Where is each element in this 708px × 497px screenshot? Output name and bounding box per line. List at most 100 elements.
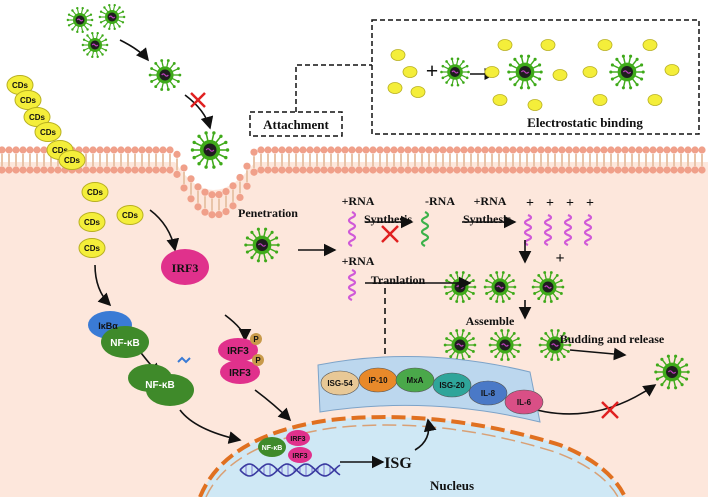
rna-strand: [523, 213, 533, 247]
svg-text:CDs: CDs: [40, 128, 57, 137]
svg-text:IRF3: IRF3: [292, 453, 307, 460]
coronavirus-particle-icon: [244, 227, 280, 263]
svg-text:CDs: CDs: [64, 156, 81, 165]
coronavirus-particle-icon: [483, 271, 517, 303]
carbon-dot-icon: [527, 99, 543, 111]
svg-text:NF-κB: NF-κB: [145, 380, 174, 391]
carbon-dot-icon: [552, 69, 568, 81]
svg-text:CDs: CDs: [20, 96, 37, 105]
isg-product-isg-54: ISG-54: [320, 370, 360, 396]
coronavirus-particle-icon: [66, 6, 94, 34]
red-x-icon: [190, 92, 206, 108]
ikba-nfkb-complex: IκBα NF-κB: [88, 311, 149, 358]
coronavirus-particle-icon: [538, 329, 572, 361]
isg-label: ISG: [384, 455, 412, 472]
svg-text:NF-κB: NF-κB: [110, 338, 139, 349]
carbon-dot-icon: [664, 64, 680, 76]
coronavirus-particle-icon: [98, 3, 126, 31]
svg-text:IRF3: IRF3: [290, 436, 305, 443]
svg-text:+: +: [586, 196, 594, 211]
carbon-dot-icon: [390, 49, 406, 61]
svg-text:IL-6: IL-6: [517, 398, 532, 407]
svg-text:IRF3: IRF3: [227, 346, 249, 357]
nucleus-label: Nucleus: [430, 478, 474, 493]
coronavirus-particle-icon: [488, 329, 522, 361]
isg-product-isg-20: ISG-20: [432, 372, 472, 398]
cell-membrane: [0, 146, 706, 219]
carbon-dot-icon: [597, 39, 613, 51]
synthesis-label-1: Synthesis: [364, 212, 412, 226]
coronavirus-particle-icon: [531, 271, 565, 303]
phosphate-icon: [250, 333, 262, 345]
rna-strand: [347, 211, 357, 247]
svg-text:P: P: [253, 335, 259, 344]
svg-text:IRF3: IRF3: [172, 261, 199, 275]
red-x-icon: [601, 401, 619, 419]
carbon-dot-icon: CDs: [58, 150, 86, 170]
plus-rna-label-2: +RNA: [474, 194, 507, 208]
isg-product-ip-10: IP-10: [358, 367, 398, 393]
svg-text:ISG-54: ISG-54: [327, 379, 353, 388]
coronavirus-particle-icon: [190, 131, 230, 169]
svg-text:CDs: CDs: [84, 244, 101, 253]
svg-text:CDs: CDs: [87, 188, 104, 197]
coronavirus-particle-icon: [81, 31, 109, 59]
carbon-dot-icon: CDs: [34, 122, 62, 142]
carbon-dot-icon: [592, 94, 608, 106]
svg-text:ISG-20: ISG-20: [439, 381, 465, 390]
coronavirus-particle-icon: [609, 54, 645, 90]
penetration-label: Penetration: [238, 206, 298, 220]
carbon-dot-icon: CDs: [78, 238, 106, 258]
svg-text:MxA: MxA: [407, 376, 424, 385]
irf3-monomer: IRF3: [161, 249, 209, 285]
attachment-label: Attachment: [263, 117, 329, 132]
carbon-dot-icon: [642, 39, 658, 51]
plus-rna-label-3: +RNA: [342, 254, 375, 268]
svg-text:IL-8: IL-8: [481, 389, 496, 398]
carbon-dot-icon: CDs: [6, 75, 34, 95]
synthesis-label-2: Synthesis: [463, 212, 511, 226]
plus-sign: +: [426, 58, 439, 83]
carbon-dot-icon: [582, 66, 598, 78]
svg-text:CDs: CDs: [122, 211, 139, 220]
carbon-dot-icon: [484, 66, 500, 78]
isg-product-il-8: IL-8: [468, 380, 508, 406]
svg-text:IRF3: IRF3: [229, 368, 251, 379]
carbon-dot-icon: [540, 39, 556, 51]
coronavirus-particle-icon: [440, 57, 470, 87]
carbon-dot-icon: [497, 39, 513, 51]
replicated-plus-signs: ++++: [526, 196, 594, 211]
svg-text:NF-κB: NF-κB: [262, 445, 283, 452]
rna-strand: [563, 213, 573, 247]
minus-rna-label: -RNA: [425, 194, 455, 208]
dna-helix-icon: [239, 463, 341, 477]
svg-text:P: P: [255, 356, 261, 365]
rna-strand: [583, 213, 593, 247]
carbon-dot-icon: [647, 94, 663, 106]
svg-text:IP-10: IP-10: [368, 376, 388, 385]
svg-text:+: +: [526, 196, 534, 211]
isg-product-mxa: MxA: [395, 367, 435, 393]
rna-strand: [420, 211, 430, 247]
svg-text:IκBα: IκBα: [98, 321, 118, 331]
red-x-icon: [381, 225, 399, 243]
nfkb-free: NF-κB: [128, 356, 194, 406]
budding-release-label: Budding and release: [560, 332, 665, 346]
carbon-dot-icon: [410, 86, 426, 98]
carbon-dot-icon: [387, 82, 403, 94]
plus-rna-label-1: +RNA: [342, 194, 375, 208]
rna-strand: [543, 213, 553, 247]
coronavirus-particle-icon: [443, 329, 477, 361]
isg-product-il-6: IL-6: [504, 389, 544, 415]
attachment-box: [249, 111, 343, 137]
carbon-dot-icon: CDs: [116, 205, 144, 225]
carbon-dot-icon: CDs: [81, 182, 109, 202]
electrostatic-binding-label: Electrostatic binding: [527, 115, 643, 130]
svg-text:CDs: CDs: [29, 113, 46, 122]
assemble-label: Assemble: [466, 314, 515, 328]
svg-text:CDs: CDs: [84, 218, 101, 227]
coronavirus-particle-icon: [507, 54, 543, 90]
irf3-dimer: IRF3 IRF3 P P: [218, 333, 264, 384]
translation-label: Tranlation: [371, 273, 426, 287]
